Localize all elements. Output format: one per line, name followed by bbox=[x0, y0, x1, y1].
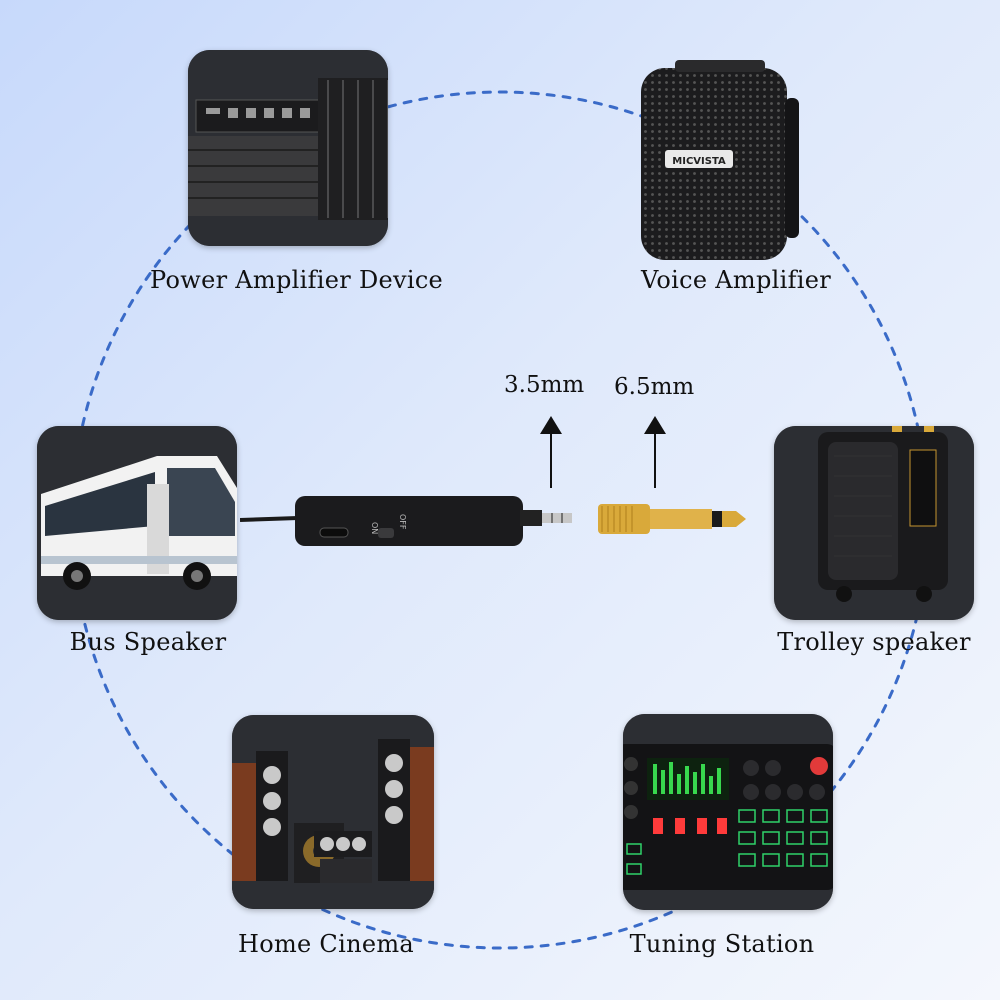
arrow-6-5mm-icon bbox=[644, 416, 666, 488]
trolley-speaker-image bbox=[774, 426, 974, 620]
voice-amplifier-label: Voice Amplifier bbox=[640, 266, 832, 294]
home-cinema-label: Home Cinema bbox=[237, 930, 415, 958]
micvista-logo: MICVISTA bbox=[672, 156, 726, 167]
power-amplifier-image bbox=[188, 50, 388, 246]
tuning-station-image bbox=[623, 714, 833, 910]
plug-6-5mm-label: 6.5mm bbox=[614, 374, 695, 400]
switch-off-text: OFF bbox=[398, 514, 407, 530]
arrow-3-5mm-icon bbox=[540, 416, 562, 488]
transmitter-adapter-illustration: ON OFF bbox=[240, 496, 746, 546]
tuning-station-label: Tuning Station bbox=[629, 930, 815, 958]
voice-amplifier-image: MICVISTA bbox=[635, 58, 803, 264]
bus-speaker-label: Bus Speaker bbox=[69, 628, 227, 656]
plug-3-5mm-label: 3.5mm bbox=[504, 372, 585, 398]
power-amplifier-label: Power Amplifier Device bbox=[150, 266, 444, 294]
trolley-speaker-label: Trolley speaker bbox=[777, 628, 971, 656]
switch-on-text: ON bbox=[370, 522, 379, 534]
home-cinema-image bbox=[232, 715, 434, 909]
bus-image bbox=[37, 426, 237, 620]
